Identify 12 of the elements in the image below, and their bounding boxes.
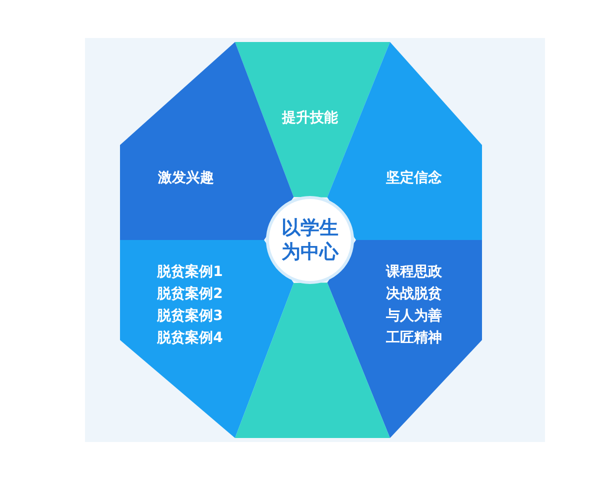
segment-label: 工匠精神 xyxy=(386,329,442,347)
segment-label: 脱贫案例3 xyxy=(157,307,223,325)
segment-label: 脱贫案例1 xyxy=(157,263,223,281)
segment-label: 课程思政 xyxy=(386,263,442,281)
segment-label: 脱贫案例4 xyxy=(157,329,223,347)
center-label: 以学生为中心 xyxy=(280,216,340,264)
segment-label: 与人为善 xyxy=(386,307,442,325)
segment-label: 提升技能 xyxy=(282,109,338,127)
segment-label: 脱贫案例2 xyxy=(157,285,223,303)
segment-label: 激发兴趣 xyxy=(158,169,214,187)
segment-label: 决战脱贫 xyxy=(386,285,442,303)
segment-label: 坚定信念 xyxy=(386,169,442,187)
